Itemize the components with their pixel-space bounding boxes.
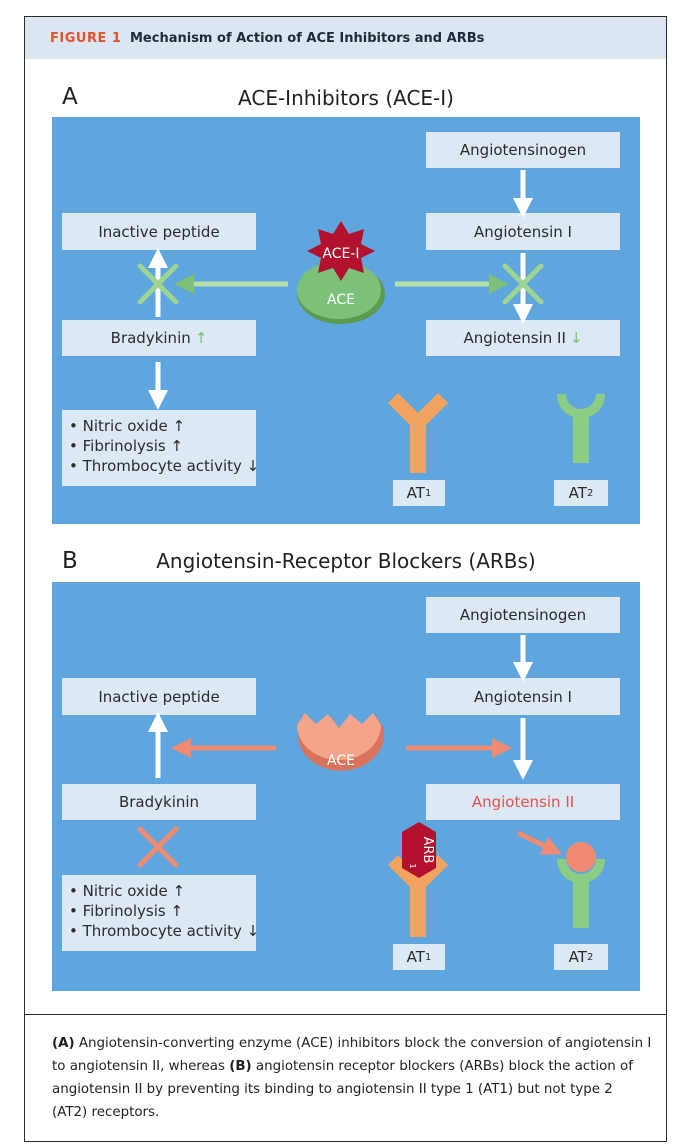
caption-a-label: (A) bbox=[52, 1036, 75, 1051]
ace-inhibitor-icon: ACE-I bbox=[307, 221, 375, 281]
panel-a-letter: A bbox=[62, 84, 78, 110]
panel-b-letter: B bbox=[62, 548, 78, 574]
increase-arrow-icon: ↑ bbox=[194, 329, 208, 347]
ace-enzyme-icon: ACE bbox=[297, 713, 384, 771]
panel-b-bradykinin: Bradykinin bbox=[62, 784, 256, 820]
figure-frame bbox=[24, 16, 667, 1142]
panel-b-effects: • Nitric oxide ↑ • Fibrinolysis ↑ • Thro… bbox=[62, 875, 260, 951]
caption-area bbox=[25, 1014, 666, 1142]
caption-b-label: (B) bbox=[229, 1059, 252, 1074]
panel-a-inactive-peptide: Inactive peptide bbox=[62, 213, 256, 250]
block-x-icon bbox=[137, 826, 179, 868]
panel-a-bradykinin: Bradykinin ↑ bbox=[62, 320, 256, 356]
effect-fibrinolysis: • Fibrinolysis ↑ bbox=[69, 437, 184, 455]
at2-receptor-icon bbox=[556, 394, 606, 463]
block-x-icon bbox=[137, 263, 179, 305]
arb-blocker-icon: ARB 1 bbox=[402, 822, 436, 878]
panel-b-angiotensinogen: Angiotensinogen bbox=[426, 597, 620, 633]
effect-nitric-oxide: • Nitric oxide ↑ bbox=[69, 882, 186, 900]
arb-label: ARB bbox=[420, 837, 435, 864]
panel-a-bradykinin-label: Bradykinin bbox=[110, 329, 191, 347]
effect-thrombocyte: • Thrombocyte activity ↓ bbox=[69, 922, 260, 940]
arrow-ang2-to-at2 bbox=[516, 830, 562, 855]
at1-receptor-icon bbox=[388, 393, 448, 473]
effect-fibrinolysis: • Fibrinolysis ↑ bbox=[69, 902, 184, 920]
angiotensin-ligand-icon bbox=[566, 842, 596, 872]
effect-thrombocyte: • Thrombocyte activity ↓ bbox=[69, 457, 260, 475]
caption-text: (A) Angiotensin-converting enzyme (ACE) … bbox=[52, 1032, 652, 1124]
block-x-icon bbox=[502, 263, 544, 305]
ace-i-label: ACE-I bbox=[322, 246, 359, 262]
figure-title: Mechanism of Action of ACE Inhibitors an… bbox=[130, 31, 485, 46]
caption-b-text: angiotensin receptor blockers (ARBs) blo… bbox=[52, 1059, 633, 1120]
panel-b-title: Angiotensin-Receptor Blockers (ARBs) bbox=[156, 549, 536, 573]
effect-nitric-oxide: • Nitric oxide ↑ bbox=[69, 417, 186, 435]
panel-a-title: ACE-Inhibitors (ACE-I) bbox=[238, 86, 454, 110]
figure-header bbox=[25, 17, 666, 59]
panel-a-angiotensin-2: Angiotensin II ↓ bbox=[426, 320, 620, 356]
panel-b-inactive-peptide: Inactive peptide bbox=[62, 678, 256, 715]
ace-label: ACE bbox=[327, 753, 355, 769]
arb-subscript: 1 bbox=[408, 863, 417, 868]
ace-enzyme-icon: ACE bbox=[297, 261, 385, 324]
ace-label: ACE bbox=[327, 292, 355, 308]
panel-a-angiotensin-1: Angiotensin I bbox=[426, 213, 620, 250]
figure-label: FIGURE 1 bbox=[50, 31, 122, 46]
at2-receptor-icon bbox=[556, 859, 606, 928]
caption-a-text: Angiotensin-converting enzyme (ACE) inhi… bbox=[52, 1036, 652, 1074]
panel-b-angiotensin-2: Angiotensin II bbox=[426, 784, 620, 820]
panel-a-effects: • Nitric oxide ↑ • Fibrinolysis ↑ • Thro… bbox=[62, 410, 260, 486]
panel-b-angiotensin-1: Angiotensin I bbox=[426, 678, 620, 715]
panel-a-angiotensinogen: Angiotensinogen bbox=[426, 132, 620, 168]
at1-receptor-icon bbox=[388, 855, 448, 937]
decrease-arrow-icon: ↓ bbox=[569, 329, 583, 347]
panel-a-angiotensin-2-label: Angiotensin II bbox=[463, 329, 566, 347]
